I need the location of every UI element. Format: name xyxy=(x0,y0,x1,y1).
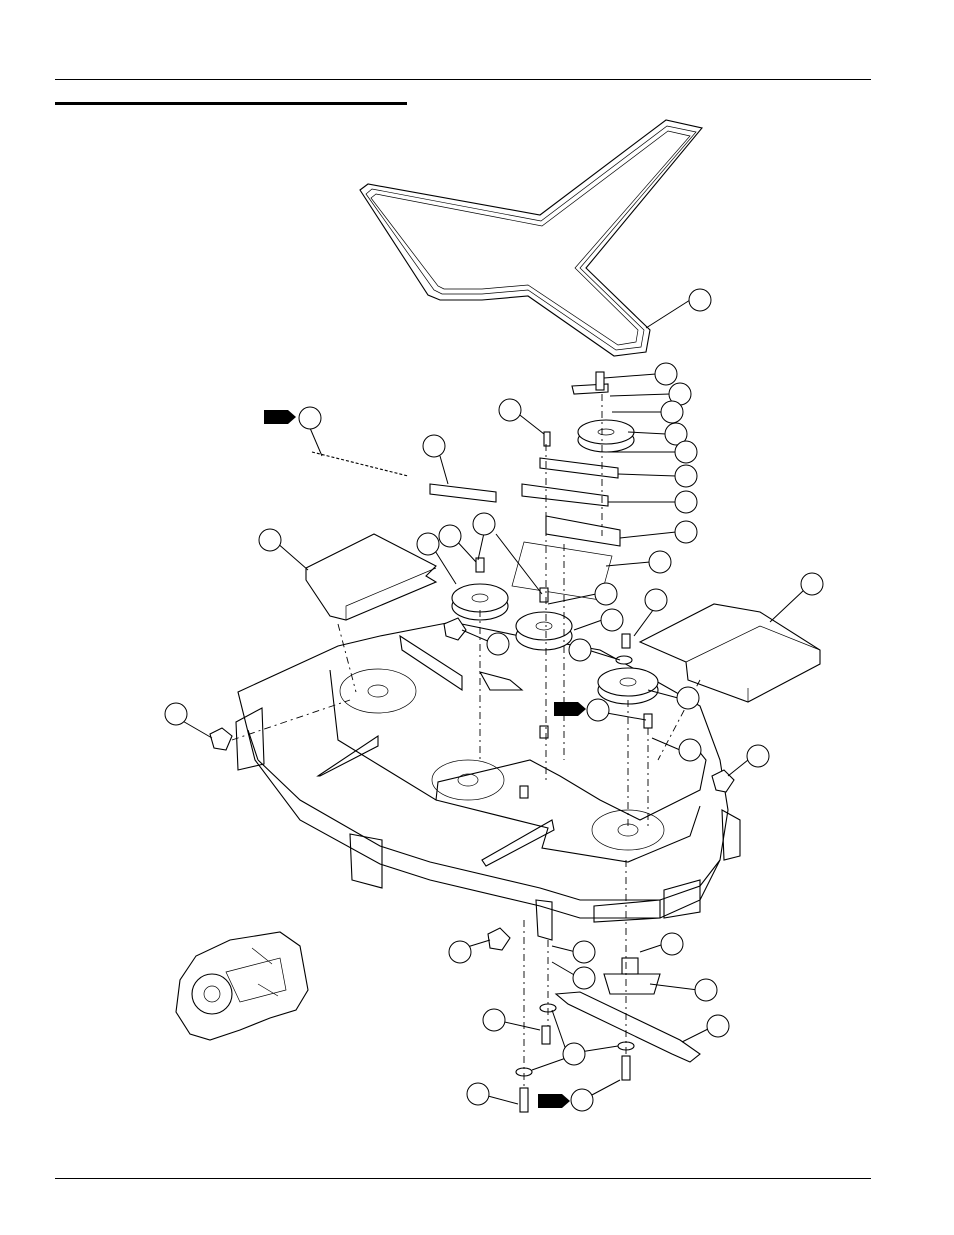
callout-balloon xyxy=(682,1015,729,1042)
spindle-assembly xyxy=(604,958,660,994)
callout-balloon xyxy=(628,423,687,445)
callout-balloon xyxy=(548,583,617,605)
callout-balloon xyxy=(299,407,322,456)
callout-balloon xyxy=(483,1009,540,1031)
tension-spring xyxy=(312,452,408,476)
cutter-deck xyxy=(236,622,740,940)
callout-balloon xyxy=(612,401,683,423)
inset-detail-view xyxy=(176,932,308,1040)
new-part-flag xyxy=(538,1094,570,1108)
callout-balloon xyxy=(634,589,667,636)
callout-balloon xyxy=(552,962,595,989)
callout-balloon xyxy=(439,525,476,562)
callout-balloon xyxy=(259,529,308,570)
callout-balloon xyxy=(473,513,495,560)
callout-balloon xyxy=(770,573,823,622)
callout-balloon xyxy=(165,703,212,738)
callout-balloon xyxy=(574,609,623,631)
callout-balloon xyxy=(650,979,717,1001)
callout-balloon xyxy=(552,941,595,963)
new-part-flag xyxy=(264,410,296,424)
drive-belt xyxy=(360,120,702,356)
callout-balloon xyxy=(423,435,448,484)
callout-balloon xyxy=(499,399,544,434)
callout-balloon xyxy=(571,1080,620,1111)
idler-bracket-stack xyxy=(512,384,620,600)
tension-rod xyxy=(430,484,496,502)
callout-balloon xyxy=(620,521,697,543)
callout-balloon xyxy=(467,1083,518,1105)
callout-balloon xyxy=(728,745,769,776)
callout-balloon xyxy=(606,551,671,573)
callout-balloon xyxy=(618,465,697,487)
callout-balloon xyxy=(608,491,697,513)
callout-balloon xyxy=(610,383,691,405)
callout-balloon xyxy=(449,940,490,963)
callout-balloon xyxy=(604,363,677,385)
callout-balloon xyxy=(640,933,683,955)
left-belt-cover xyxy=(306,534,436,620)
callout-balloon xyxy=(496,534,542,594)
callout-balloon xyxy=(646,289,711,328)
